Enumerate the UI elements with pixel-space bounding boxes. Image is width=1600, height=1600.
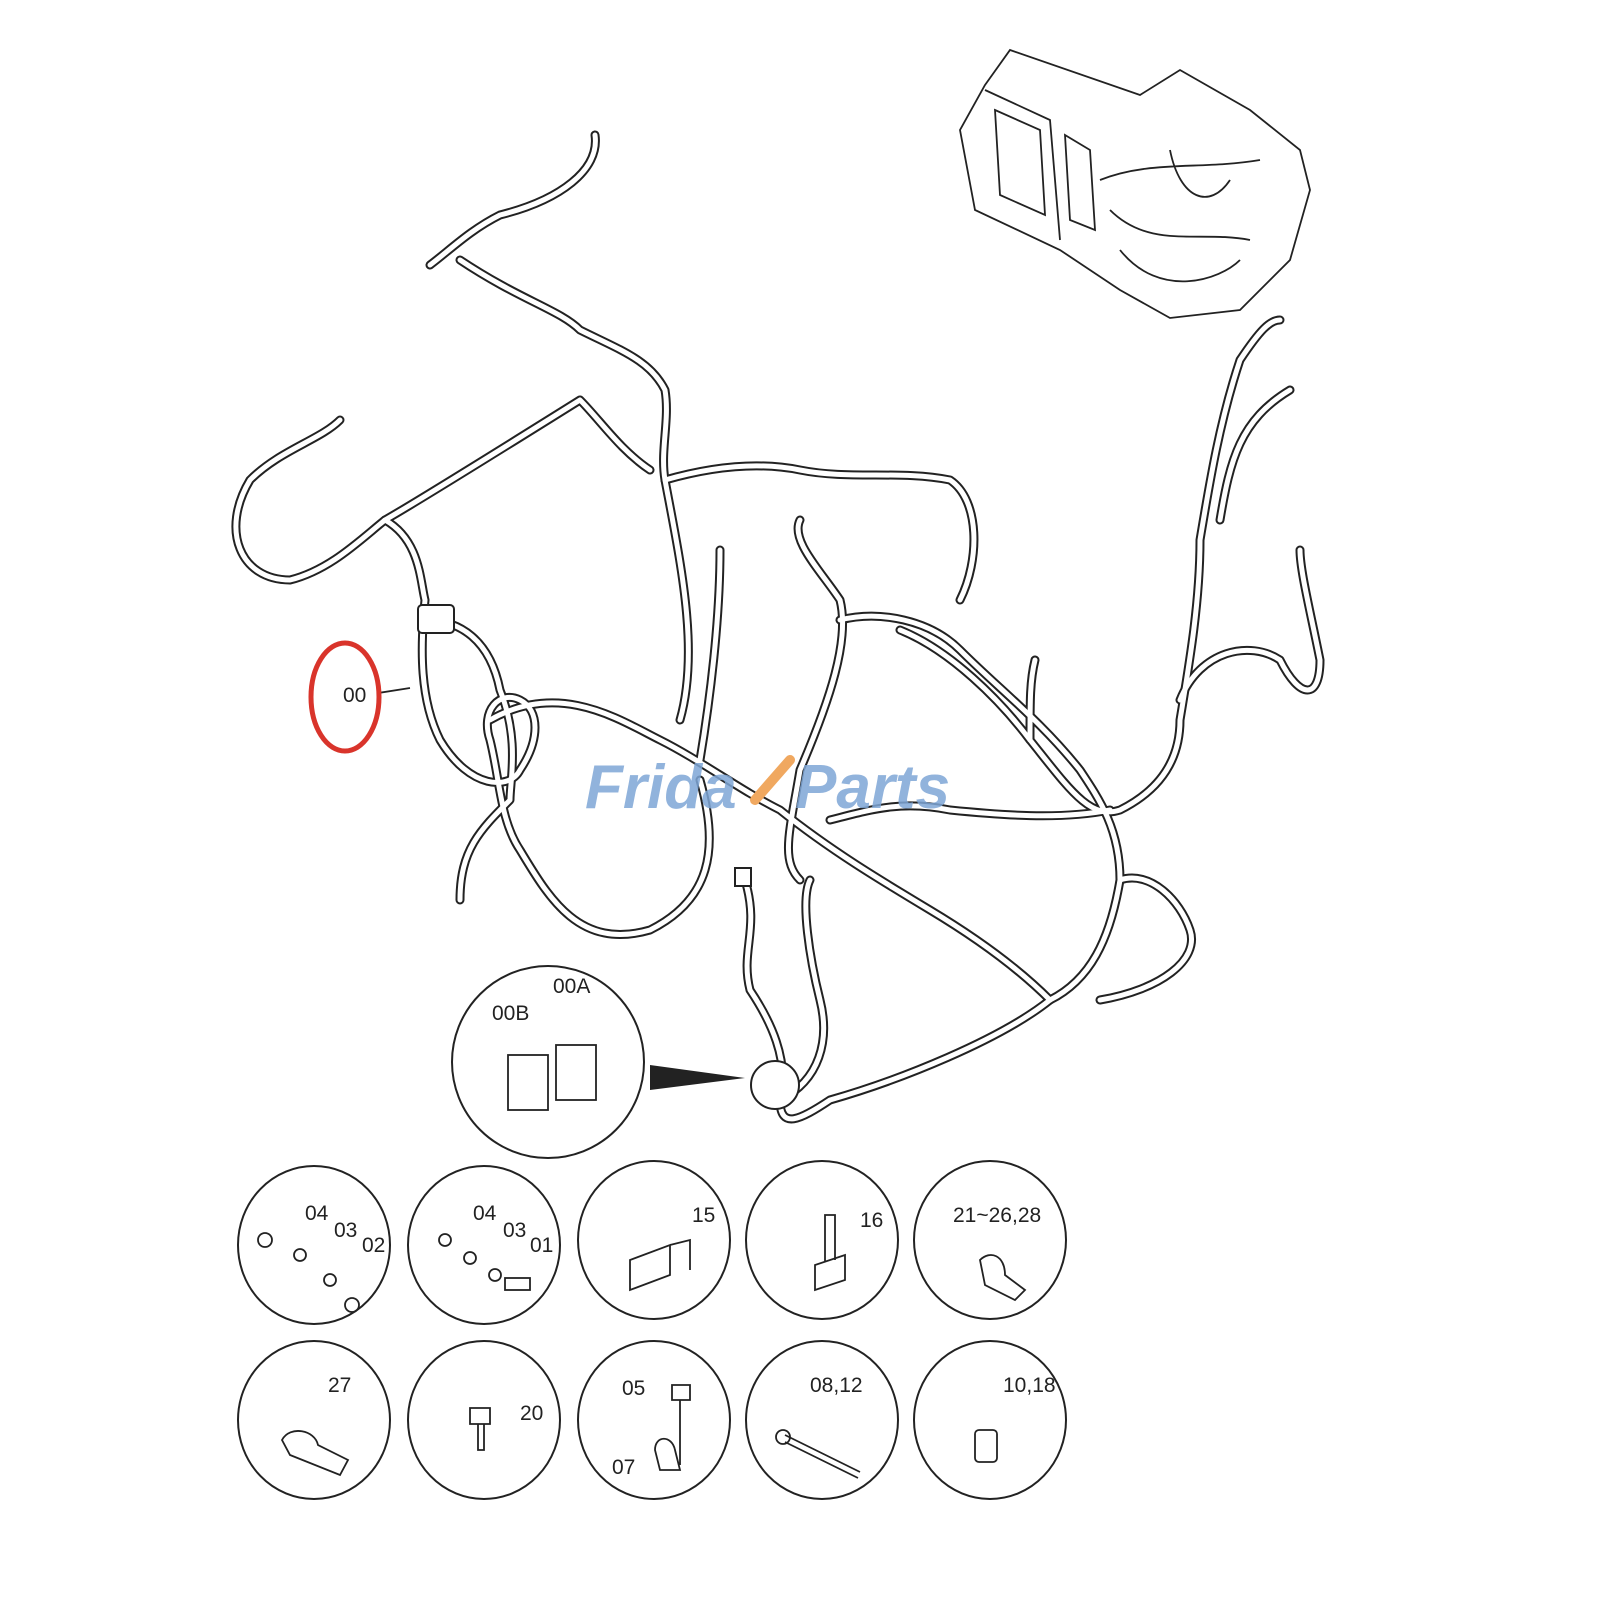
detail-label-00a: 00A [553,975,590,998]
part-label: 20 [520,1402,543,1425]
part-label: 21~26,28 [953,1204,1041,1227]
parts-row-1: 04 03 02 04 03 01 15 16 21~26,28 [237,1160,1067,1325]
part-label: 04 [305,1202,329,1225]
part-label: 03 [503,1219,526,1242]
part-label: 16 [860,1209,883,1232]
part-circle [407,1340,561,1500]
part-circle [577,1160,731,1320]
part-circle [237,1165,391,1325]
svg-text:Parts: Parts [795,753,950,822]
detail-pointer-arrow [650,1065,745,1090]
part-circle [745,1160,899,1320]
part-circle [407,1165,561,1325]
parts-row-2: 27 20 05 07 08,12 10,18 [237,1340,1067,1500]
connector-block [417,604,455,634]
part-label: 05 [622,1377,645,1400]
wiring-harness [231,130,1325,1124]
relay-assembly [750,1060,800,1110]
part-label: 10,18 [1003,1374,1056,1397]
detail-label-00b: 00B [492,1002,529,1025]
main-part-label: 00 [343,684,366,707]
part-circle [577,1340,731,1500]
part-circle [913,1340,1067,1500]
part-label: 08,12 [810,1374,863,1397]
part-label: 27 [328,1374,351,1397]
part-label: 02 [362,1234,385,1257]
fridayparts-watermark-logo: Frida Parts [585,753,950,822]
part-label: 03 [334,1219,357,1242]
part-label: 15 [692,1204,715,1227]
svg-text:Frida: Frida [585,753,737,822]
part-label: 07 [612,1456,635,1479]
part-label: 04 [473,1202,497,1225]
part-label: 01 [530,1234,553,1257]
part-circle [913,1160,1067,1320]
highlight-circle [308,640,382,754]
part-circle [745,1340,899,1500]
part-circle [237,1340,391,1500]
excavator-inset [959,48,1311,319]
